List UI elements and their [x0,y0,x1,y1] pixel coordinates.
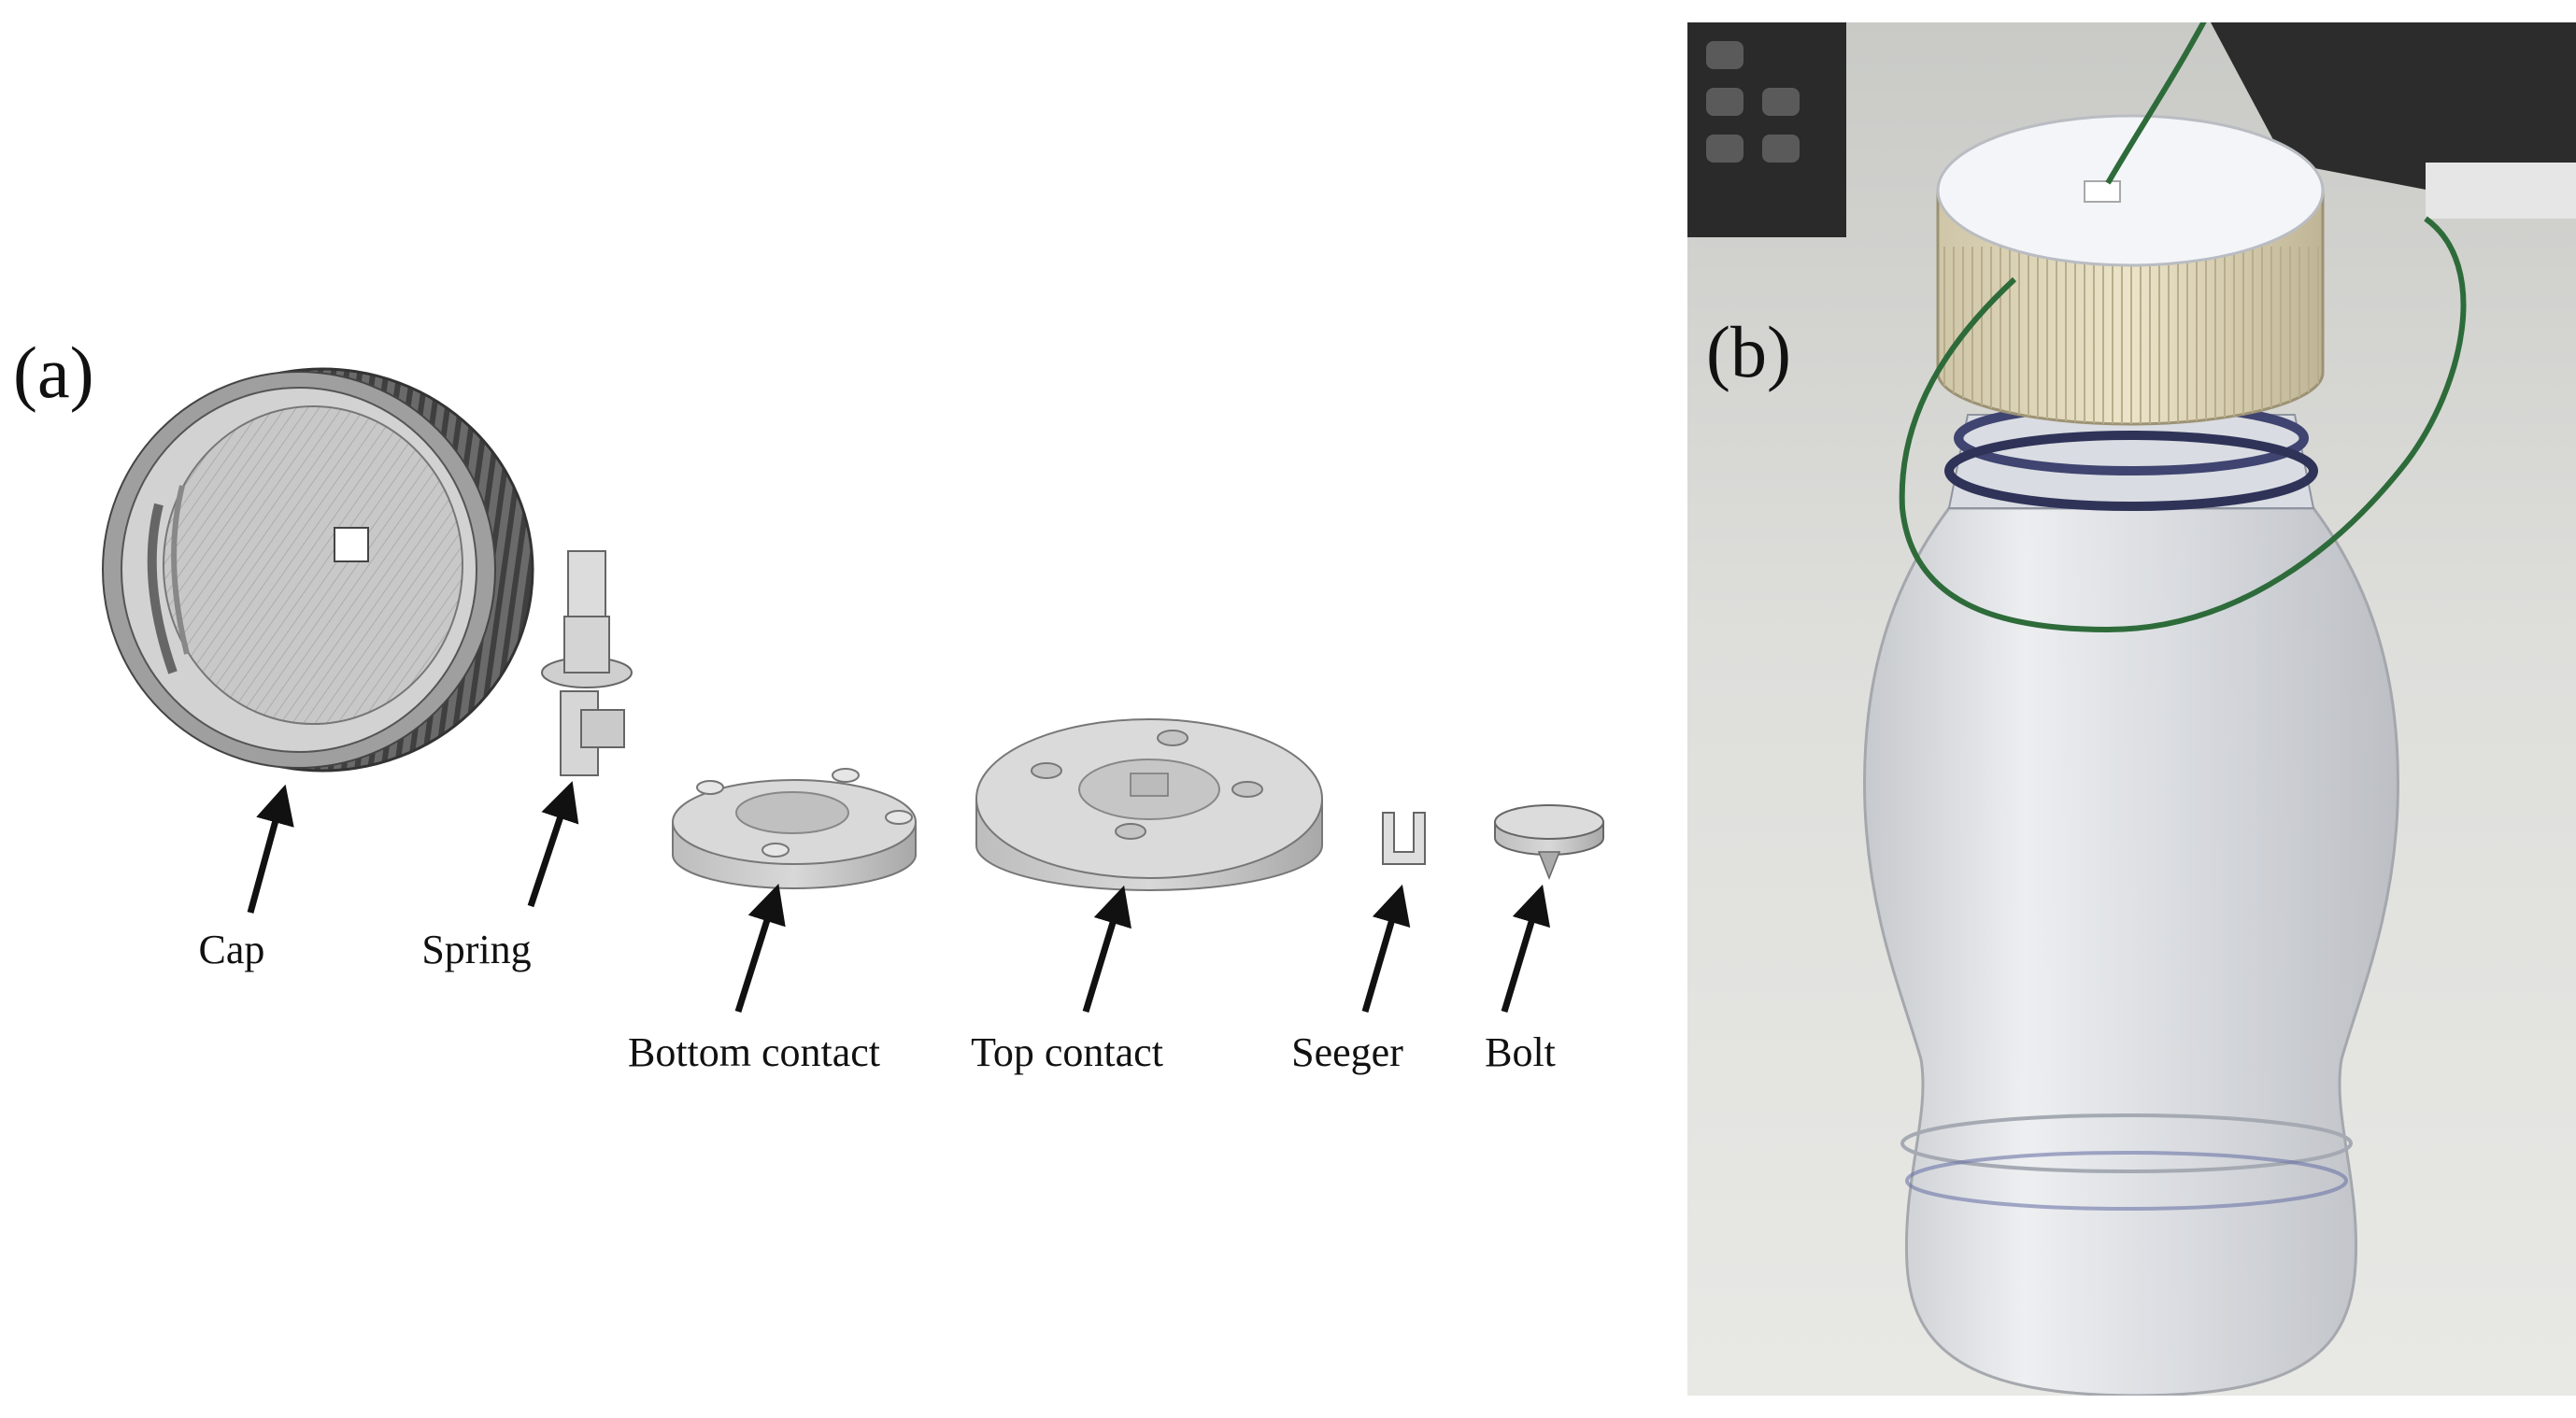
bottom-contact-drawing [672,768,917,889]
panel-a-cad-exploded-view: (a) [13,332,1604,1075]
bottom-contact-label: Bottom contact [627,1029,881,1075]
cap-arrow [247,784,294,914]
pointer-arrows [247,781,1551,1014]
seeger-label: Seeger [1291,1029,1403,1075]
bottom-contact-arrow [734,883,786,1014]
spring-label: Spring [421,927,532,972]
top-contact-arrow [1082,885,1131,1014]
bolt-arrow [1501,884,1551,1014]
bolt-label: Bolt [1485,1029,1556,1075]
top-contact-drawing [975,718,1323,891]
seeger-drawing [1382,812,1426,865]
panel-a-label: (a) [13,332,94,413]
panel-b-label: (b) [1706,311,1791,392]
bottle-photo-illustration [1687,22,2576,1396]
cap-drawing [102,367,534,773]
panel-b-photograph [1687,22,2576,1396]
bolt-drawing [1494,804,1604,881]
seeger-arrow [1361,884,1411,1013]
cap-label: Cap [198,927,265,972]
spring-drawing [541,550,633,776]
cad-parts-drawing [102,367,1604,1014]
top-contact-label: Top contact [971,1029,1163,1075]
spring-arrow [527,781,579,908]
